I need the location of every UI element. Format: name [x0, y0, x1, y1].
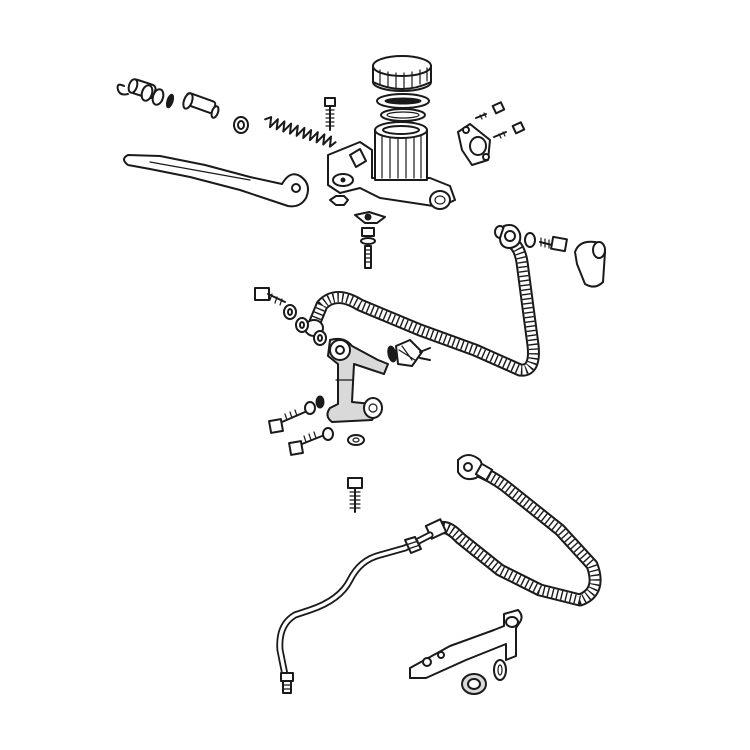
lower-bolt — [347, 477, 363, 513]
brake-light-switch — [387, 339, 431, 367]
junction-nut — [347, 434, 365, 446]
reservoir-cap — [372, 55, 432, 92]
lever-nut — [329, 195, 349, 206]
mirror-clamp — [457, 123, 491, 166]
rubber-boot — [574, 240, 606, 288]
hose-clip — [493, 659, 507, 681]
upper-brake-hose — [304, 224, 540, 377]
banjo-bolt — [539, 235, 568, 253]
junction-mount-bolt-a — [268, 395, 325, 434]
lever-pivot-bolt — [182, 92, 220, 119]
cap-diaphragm — [376, 93, 430, 109]
piston-spring — [264, 116, 337, 148]
clamp-bolt-lower — [493, 121, 526, 139]
circlip-small — [116, 83, 129, 96]
master-cylinder — [327, 121, 456, 210]
switch-nut-and-screw — [360, 227, 376, 269]
reservoir-bolt — [324, 97, 336, 131]
metal-brake-line — [276, 531, 434, 694]
grommet — [461, 673, 487, 695]
junction-mount-bolt-b — [288, 427, 334, 456]
junction-washers-top — [283, 304, 327, 346]
hose-bracket — [409, 609, 523, 679]
clamp-bolt-upper — [475, 101, 506, 120]
lower-brake-hose — [424, 454, 602, 607]
junction-bolt-top — [254, 287, 286, 306]
three-way-junction — [326, 337, 389, 423]
reservoir-washer — [354, 211, 386, 224]
brake-lever — [123, 154, 309, 208]
seal-rings — [140, 84, 175, 109]
cap-seal — [380, 108, 426, 122]
piston-cup — [233, 116, 249, 134]
